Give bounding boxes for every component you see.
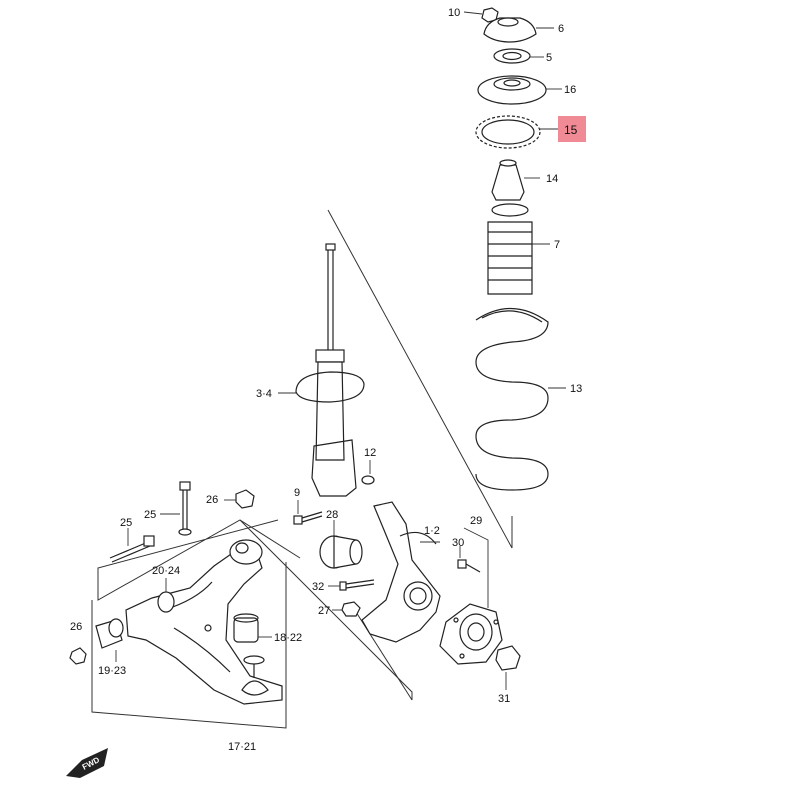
- label-14[interactable]: 14: [546, 173, 558, 185]
- highlight-box-15: [558, 116, 586, 142]
- part-lower-arm-17-21[interactable]: [125, 551, 283, 705]
- label-3-4[interactable]: 3·4: [256, 388, 272, 400]
- part-strut-mount-6[interactable]: [483, 17, 554, 43]
- part-bearing-5[interactable]: [493, 48, 544, 64]
- label-6[interactable]: 6: [558, 23, 564, 35]
- part-nut-26-lower[interactable]: [69, 647, 87, 665]
- label-5[interactable]: 5: [546, 52, 552, 64]
- label-9[interactable]: 9: [294, 487, 300, 499]
- part-bearing-28[interactable]: [319, 520, 363, 569]
- label-29[interactable]: 29: [470, 515, 482, 527]
- part-ball-joint-18-22[interactable]: [233, 613, 272, 643]
- label-31[interactable]: 31: [498, 693, 510, 705]
- fwd-arrow-icon: FWD: [66, 748, 108, 778]
- part-nut-10[interactable]: [463, 7, 499, 23]
- label-20-24[interactable]: 20·24: [152, 565, 180, 577]
- part-knuckle-1-2[interactable]: [361, 501, 441, 643]
- part-nut-12[interactable]: [361, 460, 375, 485]
- part-spring-seat-16[interactable]: [477, 75, 562, 105]
- label-25-angled[interactable]: 25: [120, 517, 132, 529]
- part-bump-stop-14[interactable]: [491, 159, 540, 201]
- part-nut-27[interactable]: [332, 601, 361, 617]
- part-bushing-19-23[interactable]: [95, 618, 124, 662]
- label-10[interactable]: 10: [448, 7, 460, 19]
- part-bolt-32[interactable]: [328, 579, 375, 591]
- label-19-23[interactable]: 19·23: [98, 665, 126, 677]
- label-30[interactable]: 30: [452, 537, 464, 549]
- label-18-22[interactable]: 18·22: [274, 632, 302, 644]
- label-15[interactable]: 15: [564, 123, 578, 137]
- label-32[interactable]: 32: [312, 581, 324, 593]
- part-coil-spring-13[interactable]: [475, 307, 566, 491]
- label-25-vertical[interactable]: 25: [144, 509, 156, 521]
- part-dust-boot-7[interactable]: [487, 203, 550, 295]
- label-12[interactable]: 12: [364, 447, 376, 459]
- part-arm-bushing[interactable]: [229, 539, 263, 565]
- label-7[interactable]: 7: [554, 239, 560, 251]
- part-hub-nut-31[interactable]: [495, 645, 521, 690]
- part-spring-insulator-15[interactable]: [475, 115, 558, 149]
- part-bolt-25-vertical[interactable]: [160, 481, 192, 536]
- part-bolt-25-angled[interactable]: [109, 528, 155, 563]
- label-27[interactable]: 27: [318, 605, 330, 617]
- part-ball-stud[interactable]: [241, 655, 269, 696]
- part-bolt-30[interactable]: [457, 546, 481, 573]
- part-strut-3-4[interactable]: [278, 243, 365, 497]
- label-26-lower[interactable]: 26: [70, 621, 82, 633]
- label-1-2[interactable]: 1·2: [424, 525, 440, 537]
- label-28[interactable]: 28: [326, 509, 338, 521]
- part-bushing-20-24[interactable]: [157, 578, 175, 613]
- part-bolt-9[interactable]: [293, 500, 323, 525]
- label-17-21[interactable]: 17·21: [228, 741, 256, 753]
- part-hub-29[interactable]: [439, 527, 503, 665]
- part-nut-26-upper[interactable]: [224, 489, 255, 509]
- label-13[interactable]: 13: [570, 383, 582, 395]
- label-16[interactable]: 16: [564, 84, 576, 96]
- assembly-frame: [91, 209, 513, 729]
- label-26-upper[interactable]: 26: [206, 494, 218, 506]
